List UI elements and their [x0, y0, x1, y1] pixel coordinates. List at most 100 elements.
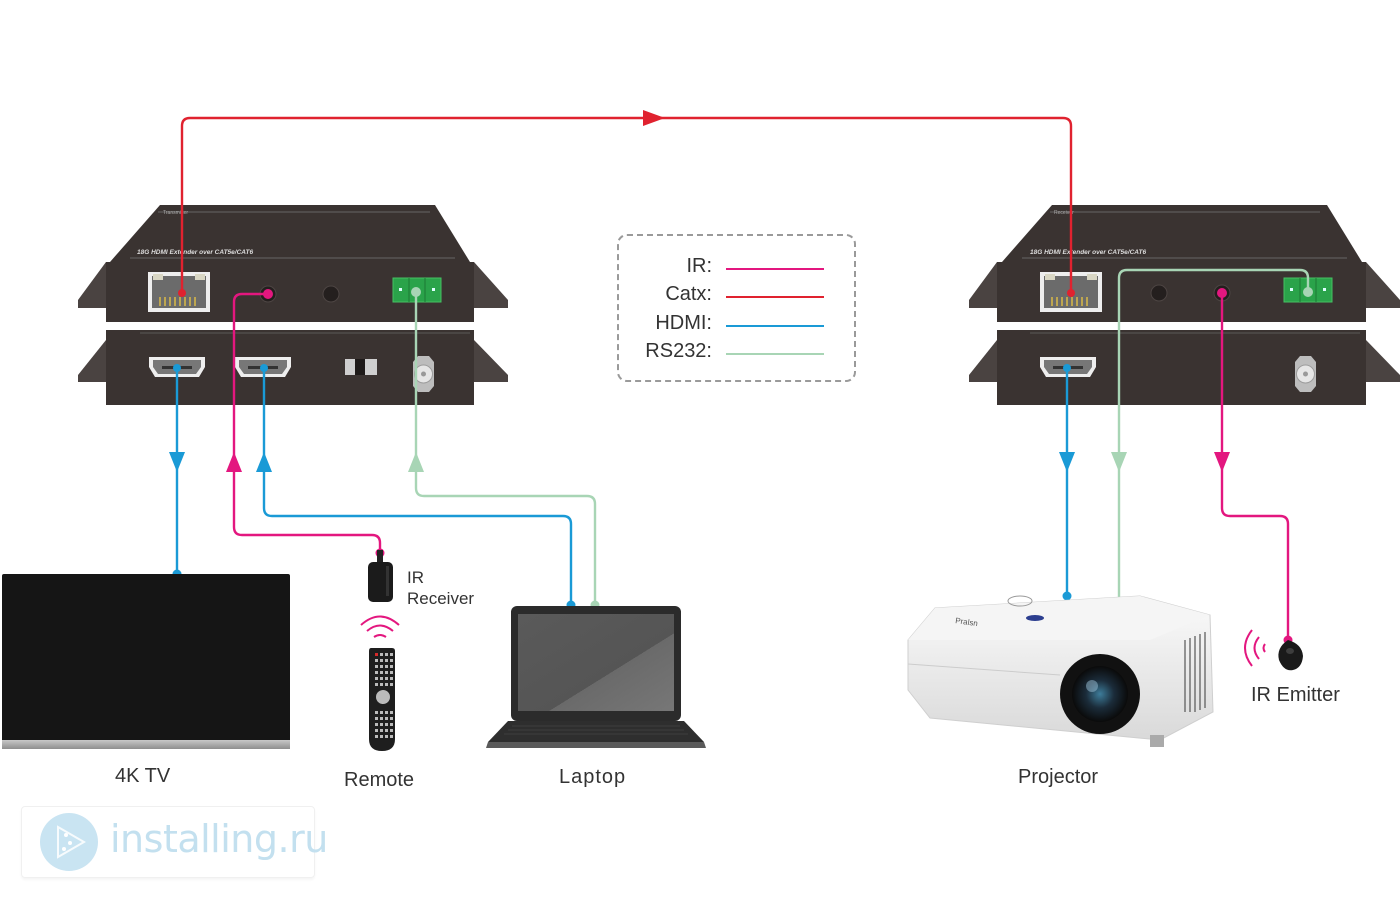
legend-item-catx: Catx:: [619, 283, 854, 311]
remote-button: [380, 683, 383, 686]
remote-label: Remote: [344, 769, 415, 791]
ir-arrow-receiver-icon: [226, 452, 242, 472]
laptop-label: Laptop: [559, 766, 627, 788]
transmitter-mount-ear-right: [474, 262, 508, 308]
remote-button: [380, 659, 383, 662]
transmitter-role-label: Transmitter: [163, 210, 188, 216]
legend-label: RS232:: [645, 340, 712, 362]
remote-button: [380, 653, 383, 656]
remote-button: [380, 729, 383, 732]
remote-button: [375, 665, 378, 668]
receiver-dc-power-jack: [1295, 356, 1316, 392]
legend-item-hdmi: HDMI:: [619, 312, 854, 340]
hdmi-dot-tx-display: [173, 364, 181, 372]
hdmi-cable-laptop: [262, 366, 573, 607]
projector-device: Pralsn: [907, 595, 1214, 747]
receiver-device: Receiver 18G HDMI Extender over CAT5e/CA…: [969, 205, 1400, 405]
remote-button: [380, 665, 383, 668]
catx-cable: [180, 116, 1073, 295]
hdmi-dot-projector: [1062, 591, 1072, 601]
legend-swatch: [726, 268, 824, 270]
receiver-mount-ear-left-2: [969, 340, 997, 382]
rs232-arrow-laptop-icon: [408, 452, 424, 472]
hdmi-arrow-laptop-icon: [256, 452, 272, 472]
ir-receiver-label-line2: Receiver: [407, 589, 475, 608]
ir-receiver-label: IR Receiver: [407, 567, 474, 609]
hdmi-arrow-projector-icon: [1059, 452, 1075, 472]
transmitter-mount-ear-left-2: [78, 340, 106, 382]
remote-button: [380, 671, 383, 674]
receiver-model-text: 18G HDMI Extender over CAT5e/CAT6: [1030, 249, 1146, 256]
legend-label: HDMI:: [655, 312, 712, 334]
rs232-cable-laptop: [414, 290, 597, 607]
remote-button: [390, 659, 393, 662]
remote-button: [390, 671, 393, 674]
watermark[interactable]: installing.ru: [21, 806, 328, 878]
cable-legend: IR: Catx: HDMI: RS232:: [617, 234, 856, 382]
transmitter-mount-ear-right-2: [474, 340, 508, 382]
remote-button: [385, 729, 388, 732]
legend-label: Catx:: [665, 283, 712, 305]
watermark-logo-icon: [40, 813, 98, 871]
remote-device: [360, 615, 400, 751]
transmitter-edid-switch[interactable]: [345, 359, 377, 375]
legend-swatch: [726, 296, 824, 298]
catx-port-dot-receiver: [1067, 289, 1075, 297]
ir-receiver-device: [368, 550, 393, 602]
remote-button: [385, 735, 388, 738]
ir-cable-emitter: [1220, 291, 1290, 642]
remote-button: [390, 735, 393, 738]
remote-button: [375, 677, 378, 680]
laptop-device: [486, 606, 706, 748]
ir-receiver-label-line1: IR: [407, 568, 424, 587]
hdmi-dot-rx-display: [1063, 364, 1071, 372]
cables: [175, 116, 1310, 642]
catx-arrow-icon: [643, 110, 665, 126]
remote-button: [385, 711, 388, 714]
ir-dot-tx-irin: [263, 289, 273, 299]
remote-button: [375, 671, 378, 674]
ir-emitter-label: IR Emitter: [1251, 684, 1340, 706]
transmitter-ir-out-jack: [322, 285, 340, 303]
ir-emitter-device: [1244, 629, 1303, 671]
legend-label: IR:: [686, 255, 712, 277]
remote-dpad: [376, 690, 390, 704]
remote-button: [380, 735, 383, 738]
rs232-dot-rx: [1303, 287, 1313, 297]
remote-button: [390, 677, 393, 680]
remote-button: [385, 683, 388, 686]
laptop-screen: [518, 614, 674, 711]
remote-button: [375, 683, 378, 686]
receiver-mount-ear-left: [969, 262, 997, 308]
legend-item-rs232: RS232:: [619, 340, 854, 368]
remote-button: [390, 723, 393, 726]
ir-cable-receiver: [232, 292, 382, 555]
ir-wave-icon: [360, 615, 400, 626]
receiver-top-face: [1002, 205, 1362, 262]
ir-emit-wave-icon: [1244, 629, 1253, 667]
remote-button: [375, 735, 378, 738]
remote-button: [385, 653, 388, 656]
hdmi-dot-tx-source: [260, 364, 268, 372]
cable-arrows: [169, 110, 1230, 472]
remote-button: [375, 653, 378, 656]
remote-button: [390, 729, 393, 732]
legend-swatch: [726, 353, 824, 355]
transmitter-dc-power-jack: [413, 356, 434, 392]
remote-button: [390, 683, 393, 686]
remote-button: [375, 723, 378, 726]
remote-button: [380, 677, 383, 680]
legend-item-ir: IR:: [619, 255, 854, 283]
rs232-arrow-projector-icon: [1111, 452, 1127, 472]
receiver-role-label: Receiver: [1054, 210, 1074, 216]
remote-button: [390, 665, 393, 668]
legend-swatch: [726, 325, 824, 327]
remote-button: [385, 717, 388, 720]
ir-dot-rx-irout: [1217, 288, 1227, 298]
remote-button: [375, 729, 378, 732]
remote-button: [385, 659, 388, 662]
remote-button: [385, 677, 388, 680]
tv-label: 4K TV: [115, 765, 171, 787]
